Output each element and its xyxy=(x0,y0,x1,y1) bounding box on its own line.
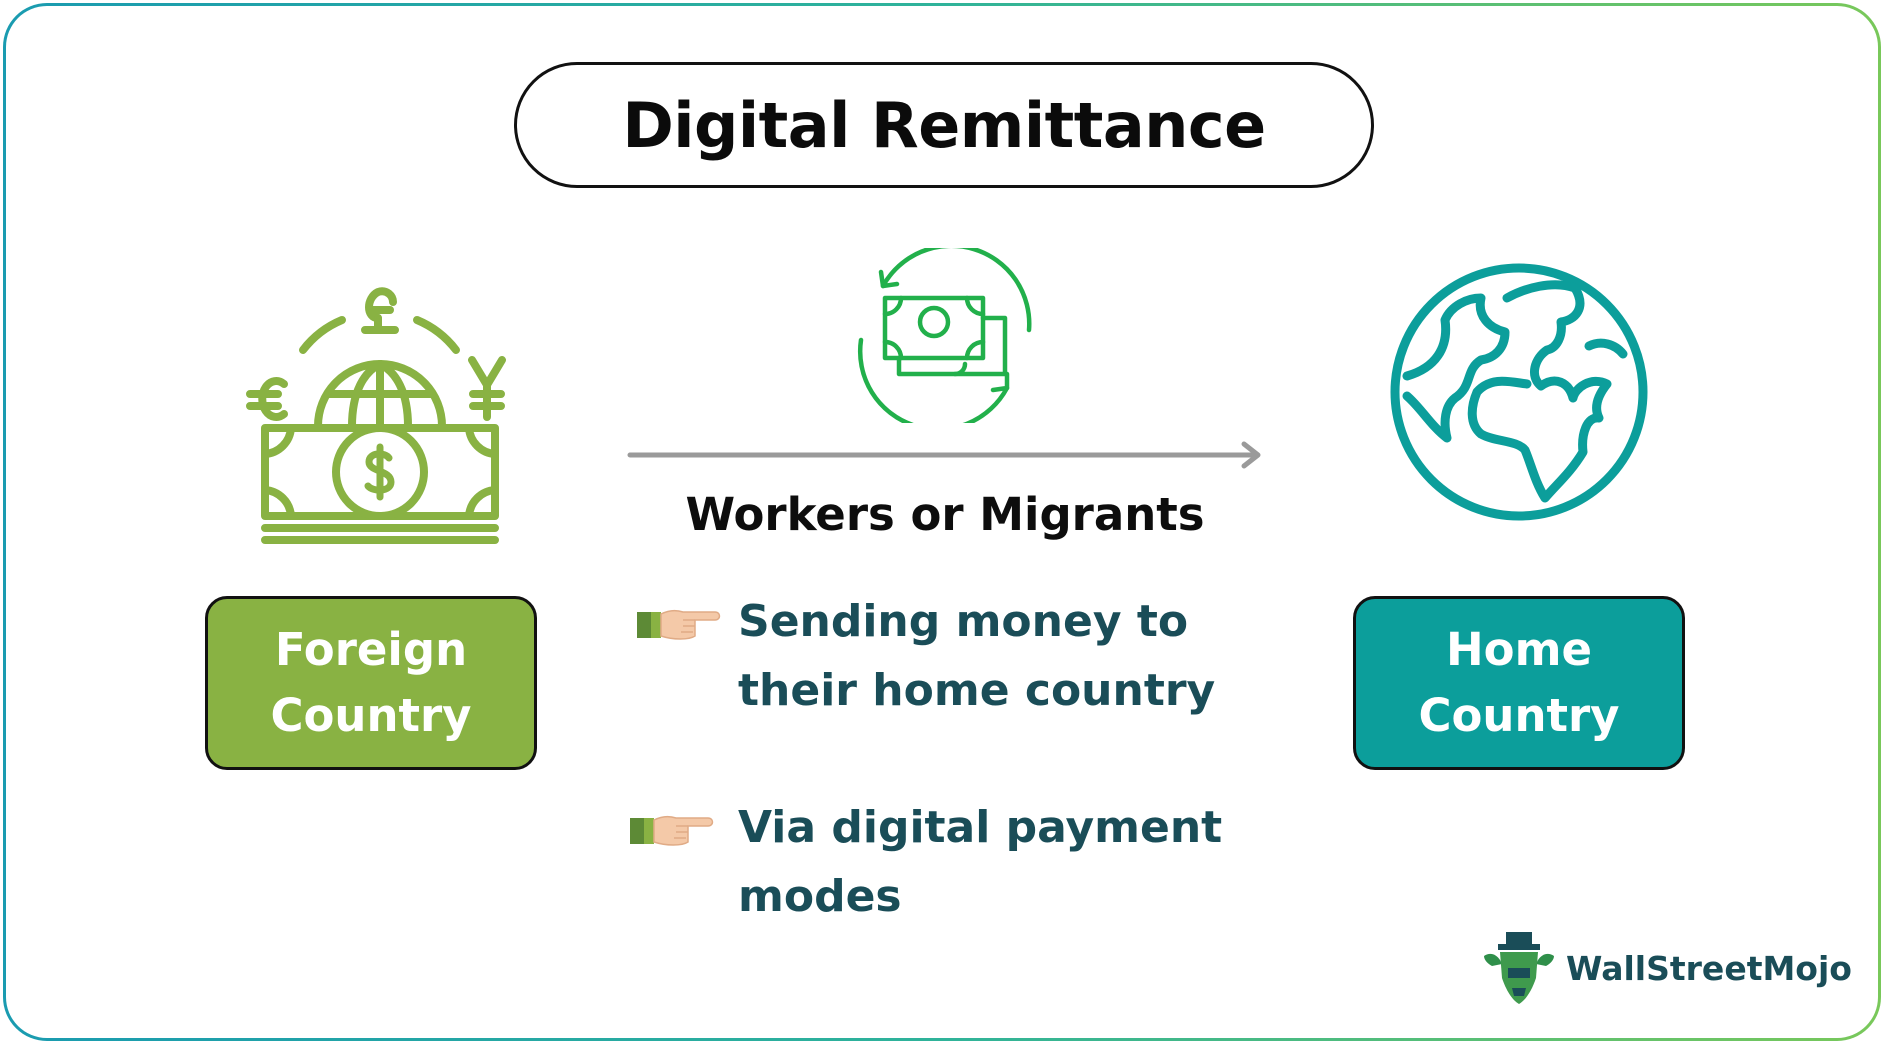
workers-label: Workers or Migrants xyxy=(685,488,1205,541)
bullet-digital-payment: Via digital payment modes xyxy=(738,802,1223,922)
home-country-box: Home Country xyxy=(1353,596,1685,770)
flow-arrow xyxy=(627,441,1261,469)
global-currency-icon xyxy=(246,287,506,544)
home-line-2: Country xyxy=(1418,689,1620,742)
foreign-country-box: Foreign Country xyxy=(205,596,537,770)
foreign-line-2: Country xyxy=(270,689,472,742)
pointing-hand-icon xyxy=(637,609,721,640)
earth-globe-icon xyxy=(1390,263,1648,521)
title-pill: Digital Remittance xyxy=(514,62,1374,188)
bullet-sending-money: Sending money to their home country xyxy=(738,596,1216,716)
foreign-line-1: Foreign xyxy=(274,623,468,676)
logo-text: WallStreetMojo xyxy=(1566,948,1852,988)
home-line-1: Home xyxy=(1446,623,1592,676)
border-frame xyxy=(3,3,1881,1041)
dollar-sign-icon xyxy=(364,443,395,501)
pointing-hand-icon xyxy=(630,815,714,846)
bull-mascot-icon xyxy=(1484,932,1554,1004)
money-exchange-icon xyxy=(857,248,1032,423)
wallstreetmojo-logo: WallStreetMojo xyxy=(1480,930,1852,1006)
page-title: Digital Remittance xyxy=(622,88,1266,162)
